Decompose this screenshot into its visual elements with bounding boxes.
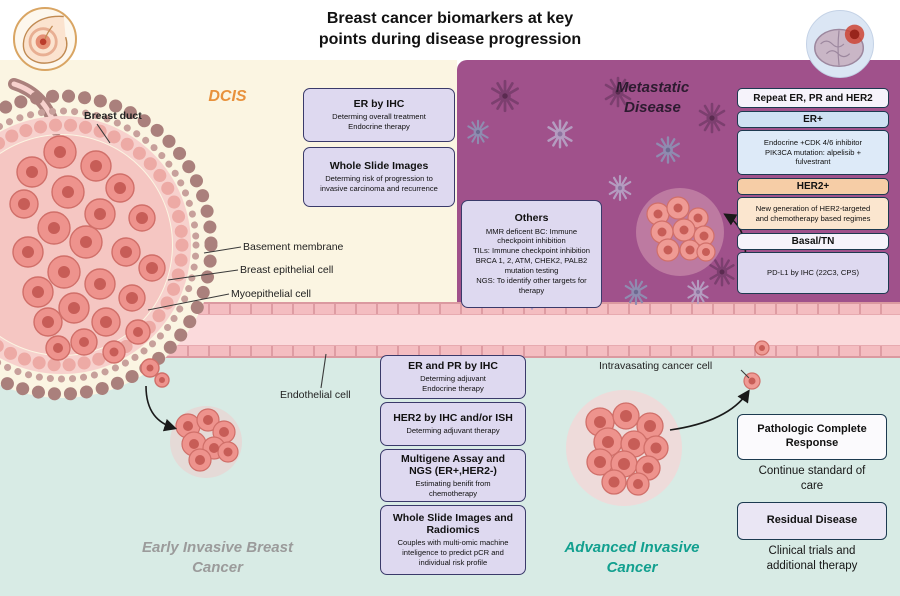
section-label-dcis: DCIS (208, 88, 247, 105)
basement-membrane-label: Basement membrane (243, 241, 344, 253)
box-body: Estimating benifit from chemotherapy (415, 478, 491, 498)
breast-epithelial-cell-label: Breast epithelial cell (240, 264, 334, 276)
box-title: Whole Slide Images (329, 160, 429, 173)
box-title: ER and PR by IHC (408, 360, 498, 373)
brain-metastasis-icon (806, 10, 874, 78)
endothelial-cell-label: Endothelial cell (280, 389, 351, 401)
others-biomarkers-box: Others MMR deficent BC: Immune checkpoin… (461, 200, 602, 308)
residual-disease-box: Residual Disease (737, 502, 887, 540)
label-pointer-lines (96, 123, 750, 389)
er-pr-ihc-box: ER and PR by IHC Determing adjuvant Endo… (380, 355, 526, 399)
er-positive-body: Endocrine +CDK 4/6 inhibitor PIK3CA muta… (737, 130, 889, 175)
box-title: Whole Slide Images and Radiomics (392, 512, 514, 537)
breast-anatomy-icon (13, 7, 77, 71)
er-positive-header: ER+ (737, 111, 889, 128)
box-body: Determing risk of progression to invasiv… (320, 174, 438, 194)
figure-title: Breast cancer biomarkers at key points d… (318, 10, 582, 49)
myoepithelial-cell-label: Myoepithelial cell (231, 288, 311, 300)
her2-positive-body: New generation of HER2-targeted and chem… (737, 197, 889, 230)
intravasating-cancer-cell-label: Intravasating cancer cell (599, 360, 713, 372)
metastatic-tumor-cluster (636, 188, 724, 276)
box-body: MMR deficent BC: Immune checkpoint inhib… (473, 226, 590, 295)
box-title: Multigene Assay and NGS (ER+,HER2-) (400, 452, 506, 477)
multigene-assay-ngs-box: Multigene Assay and NGS (ER+,HER2-) Esti… (380, 449, 526, 502)
box-title: Others (514, 212, 549, 225)
her2-positive-header: HER2+ (737, 178, 889, 195)
repeat-er-pr-her2-header: Repeat ER, PR and HER2 (737, 88, 889, 108)
early-invasive-tumor-cluster (170, 406, 242, 478)
basal-tn-body: PD-L1 by IHC (22C3, CPS) (737, 252, 889, 294)
dcis-tumor-nuclei (18, 146, 165, 383)
intravasating-cell-illustration (743, 340, 770, 390)
box-body: Couples with multi-omic machine intelige… (397, 538, 509, 567)
section-label-advanced-invasive: Advanced Invasive Cancer (564, 539, 700, 576)
section-label-early-invasive: Early Invasive Breast Cancer (142, 539, 293, 576)
box-body: Determing adjuvant therapy (406, 426, 500, 436)
box-body: Determing overall treatment Endocrine th… (332, 112, 426, 132)
her2-ihc-ish-box: HER2 by IHC and/or ISH Determing adjuvan… (380, 402, 526, 446)
box-title: ER by IHC (353, 98, 405, 111)
advanced-invasive-tumor-cluster (566, 390, 682, 506)
pcr-note: Continue standard of care (758, 465, 866, 492)
dcis-whole-slide-box: Whole Slide Images Determing risk of pro… (303, 147, 455, 207)
box-title: HER2 by IHC and/or ISH (393, 412, 513, 425)
breast-duct-label: Breast duct (84, 110, 142, 122)
breast-duct-illustration (0, 78, 218, 401)
basal-tn-header: Basal/TN (737, 233, 889, 250)
section-label-metastatic: Metastatic Disease (615, 79, 690, 116)
dcis-er-ihc-box: ER by IHC Determing overall treatment En… (303, 88, 455, 142)
residual-note: Clinical trials and additional therapy (766, 545, 858, 572)
box-body: Determing adjuvant Endocrine therapy (420, 374, 486, 394)
pathologic-complete-response-box: Pathologic Complete Response (737, 414, 887, 460)
whole-slide-radiomics-box: Whole Slide Images and Radiomics Couples… (380, 505, 526, 575)
